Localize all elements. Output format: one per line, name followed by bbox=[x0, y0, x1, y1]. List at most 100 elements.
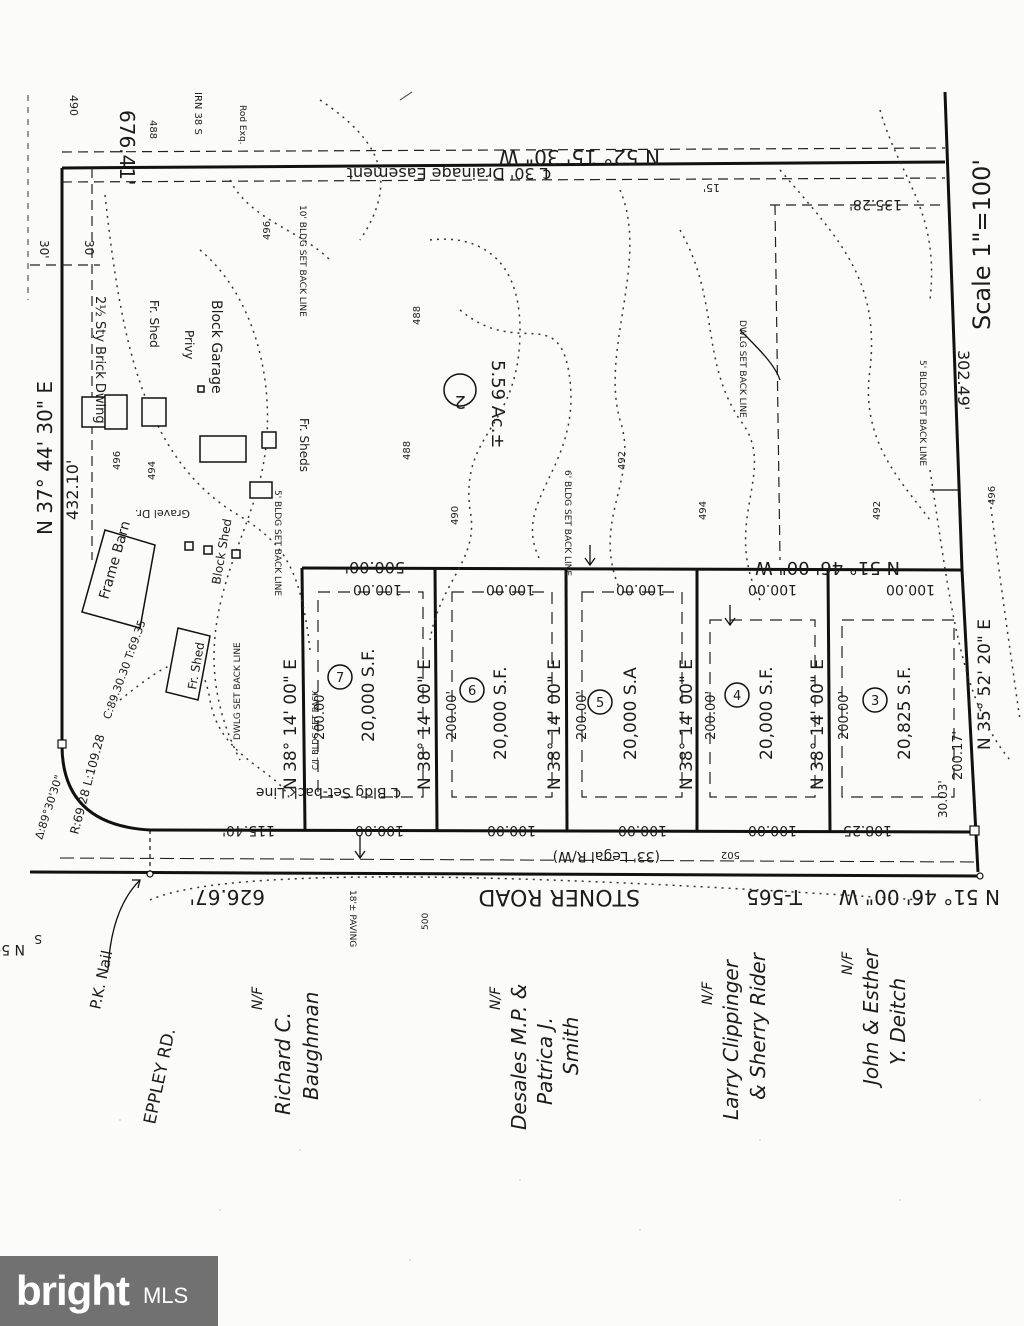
lot-front-dimension: 100.00 bbox=[886, 581, 935, 597]
lot-line-bearing: N 38° 14' 00" E bbox=[281, 659, 301, 790]
lot-line-bearing: N 38° 14' 00" E bbox=[545, 659, 565, 790]
lot-2-number: 2 bbox=[455, 391, 466, 412]
paving-width: 18'± PAVING bbox=[347, 890, 357, 947]
neighbor-name-line: Desales M.P. & bbox=[507, 984, 531, 1130]
lot-line-bearing: N 38° 14' 00" E bbox=[808, 659, 828, 790]
plat-labels: Scale 1"=100' N 52° 15' 30" W ℄ 30' Drai… bbox=[0, 92, 1000, 1130]
road-setback-line: ℄ Bldg Set-back Line bbox=[256, 784, 401, 800]
lot-front-dimension: 100.00 bbox=[486, 581, 535, 597]
right-edge-distance: 200.17' bbox=[951, 731, 966, 780]
scale-label: Scale 1"=100' bbox=[968, 159, 996, 330]
corner-note: IRN 38 S bbox=[192, 92, 203, 135]
west-line-dimension: 432.10' bbox=[63, 460, 82, 520]
lot-line-bearing: N 38° 14' 00" E bbox=[677, 659, 697, 790]
contour-label: 494 bbox=[147, 461, 158, 480]
lots-top-dimension: 500.00' bbox=[345, 558, 405, 577]
elevation-490: 490 bbox=[67, 95, 80, 116]
lot-line-distance: 200.00' bbox=[575, 691, 590, 740]
road-lines bbox=[29, 830, 981, 878]
neighbor-nf: N/F bbox=[840, 951, 856, 975]
lot-line-distance: 200.00' bbox=[837, 691, 852, 740]
buildings bbox=[81, 385, 277, 701]
road-dimension: 626.67' bbox=[190, 885, 265, 909]
curve-data: C:89.30.30 T:69.35 bbox=[101, 618, 149, 721]
elevation-500: 500 bbox=[421, 913, 431, 930]
lot-front-dimension: 100.00 bbox=[616, 581, 665, 597]
contour-label: 494 bbox=[698, 501, 709, 520]
right-edge-bearing: N 35° 52' 20" E bbox=[975, 619, 995, 750]
neighbor-deitch: N/F John & Esther Y. Deitch bbox=[840, 947, 910, 1089]
top-left-dimension: 676.41' bbox=[115, 110, 139, 185]
road-name: STONER ROAD bbox=[478, 884, 640, 909]
neighbor-clippinger: N/F Larry Clippinger & Sherry Rider bbox=[700, 951, 770, 1120]
n50-label: N 50 bbox=[0, 941, 25, 957]
neighbor-name-line: Larry Clippinger bbox=[719, 958, 743, 1120]
fr-shed-label: Fr. Shed bbox=[147, 300, 161, 348]
neighbor-baughman: N/F Richard C. Baughman bbox=[250, 986, 323, 1115]
dwelling-label: 2½ Sty Brick Dwlng bbox=[92, 296, 107, 424]
route-number: T-565 bbox=[746, 885, 803, 909]
contour-lines bbox=[104, 99, 1021, 901]
lot-line-bearing: N 38° 14' 00" E bbox=[415, 659, 435, 790]
bldg-setback-10: 10' BLDG SET BACK LINE bbox=[297, 205, 307, 317]
lot-7-setback-label: C/L BLDG SET BACK bbox=[311, 690, 320, 770]
lots-top-bearing: N 51° 46' 00" W bbox=[755, 557, 900, 578]
lot-back-dimension: 100.00 bbox=[487, 822, 536, 838]
contour-label: 492 bbox=[617, 451, 628, 470]
lot-back-dimension: 100.00 bbox=[748, 822, 797, 838]
right-dwelling-setback: DWLG SET BACK LINE bbox=[737, 320, 747, 418]
watermark-brand: bright bbox=[16, 1267, 130, 1314]
elevation-488-top: 488 bbox=[147, 120, 158, 139]
right-setback-label: 5' BLDG SET BACK LINE bbox=[917, 360, 927, 466]
lot-7-area: 20,000 S.F. bbox=[359, 648, 379, 742]
lot-back-dimension: 100.00 bbox=[355, 822, 404, 838]
right-dimension-top: 135.28' bbox=[849, 196, 902, 212]
watermark-mls: MLS bbox=[142, 1283, 189, 1308]
scan-specks bbox=[119, 1099, 981, 1261]
road-line-bearing: N 51° 46' 00" W bbox=[839, 885, 1000, 909]
lot-6-area: 20,000 S.F. bbox=[491, 666, 511, 760]
lot-front-dimension: 100.00 bbox=[353, 581, 402, 597]
fr-sheds-label: Fr. Sheds bbox=[297, 418, 311, 472]
monuments bbox=[57, 739, 984, 880]
contour-label: 502 bbox=[721, 849, 740, 860]
contour-label: 488 bbox=[412, 306, 423, 325]
bright-mls-watermark: bright MLS bbox=[0, 1256, 218, 1326]
neighbor-nf: N/F bbox=[700, 981, 716, 1005]
easement-width-label: 15' bbox=[703, 181, 720, 194]
lot-back-dimension: 100.00 bbox=[618, 822, 667, 838]
drainage-easement-label: ℄ 30' Drainage Easement bbox=[347, 164, 551, 183]
lot-7-number: 7 bbox=[336, 671, 344, 686]
dwelling-setback-line: DWLG SET BACK LINE bbox=[233, 642, 243, 740]
lot-3-area: 20,825 S.F. bbox=[895, 666, 915, 760]
neighbor-name-line: Richard C. bbox=[271, 1012, 295, 1115]
contour-label: 488 bbox=[402, 441, 413, 460]
right-dimension-mid: 302.49' bbox=[954, 350, 973, 410]
privy-label: Privy bbox=[182, 330, 196, 360]
contour-label: 492 bbox=[872, 501, 883, 520]
neighbor-nf: N/F bbox=[488, 986, 504, 1010]
eppley-road-label: EPPLEY RD. bbox=[140, 1026, 180, 1126]
lot-line-distance: 200.00' bbox=[704, 691, 719, 740]
bldg-setback-line-5: 5' BLDG SET BACK LINE bbox=[272, 490, 282, 596]
lot-5-area: 20,000 S.A bbox=[621, 667, 641, 760]
contour-label: 496 bbox=[987, 486, 998, 505]
lot-5-number: 5 bbox=[596, 696, 604, 711]
corner-marks bbox=[27, 91, 413, 300]
neighbor-name-line: Baughman bbox=[299, 992, 323, 1100]
block-garage-label: Block Garage bbox=[208, 300, 224, 394]
setback-30b: 30 bbox=[82, 240, 96, 255]
lot-setback-boxes bbox=[317, 591, 955, 798]
lot-line-distance: 200.00' bbox=[313, 691, 328, 740]
north-line-bearing: N 52° 15' 30" W bbox=[499, 145, 660, 169]
lot-6-number: 6 bbox=[468, 684, 476, 699]
neighbor-name-line: Y. Deitch bbox=[886, 978, 910, 1065]
s5-label: S bbox=[34, 932, 42, 946]
bottom-right-distance: 30.03' bbox=[936, 780, 950, 818]
contour-label: 496 bbox=[112, 451, 123, 470]
lot-2-area: 5.59 Ac.± bbox=[487, 360, 508, 449]
neighbor-name-line: & Sherry Rider bbox=[746, 951, 770, 1100]
lots-bldg-setback: 6' BLDG SET BACK LINE bbox=[562, 470, 572, 576]
setback-30: 30' bbox=[37, 240, 51, 259]
